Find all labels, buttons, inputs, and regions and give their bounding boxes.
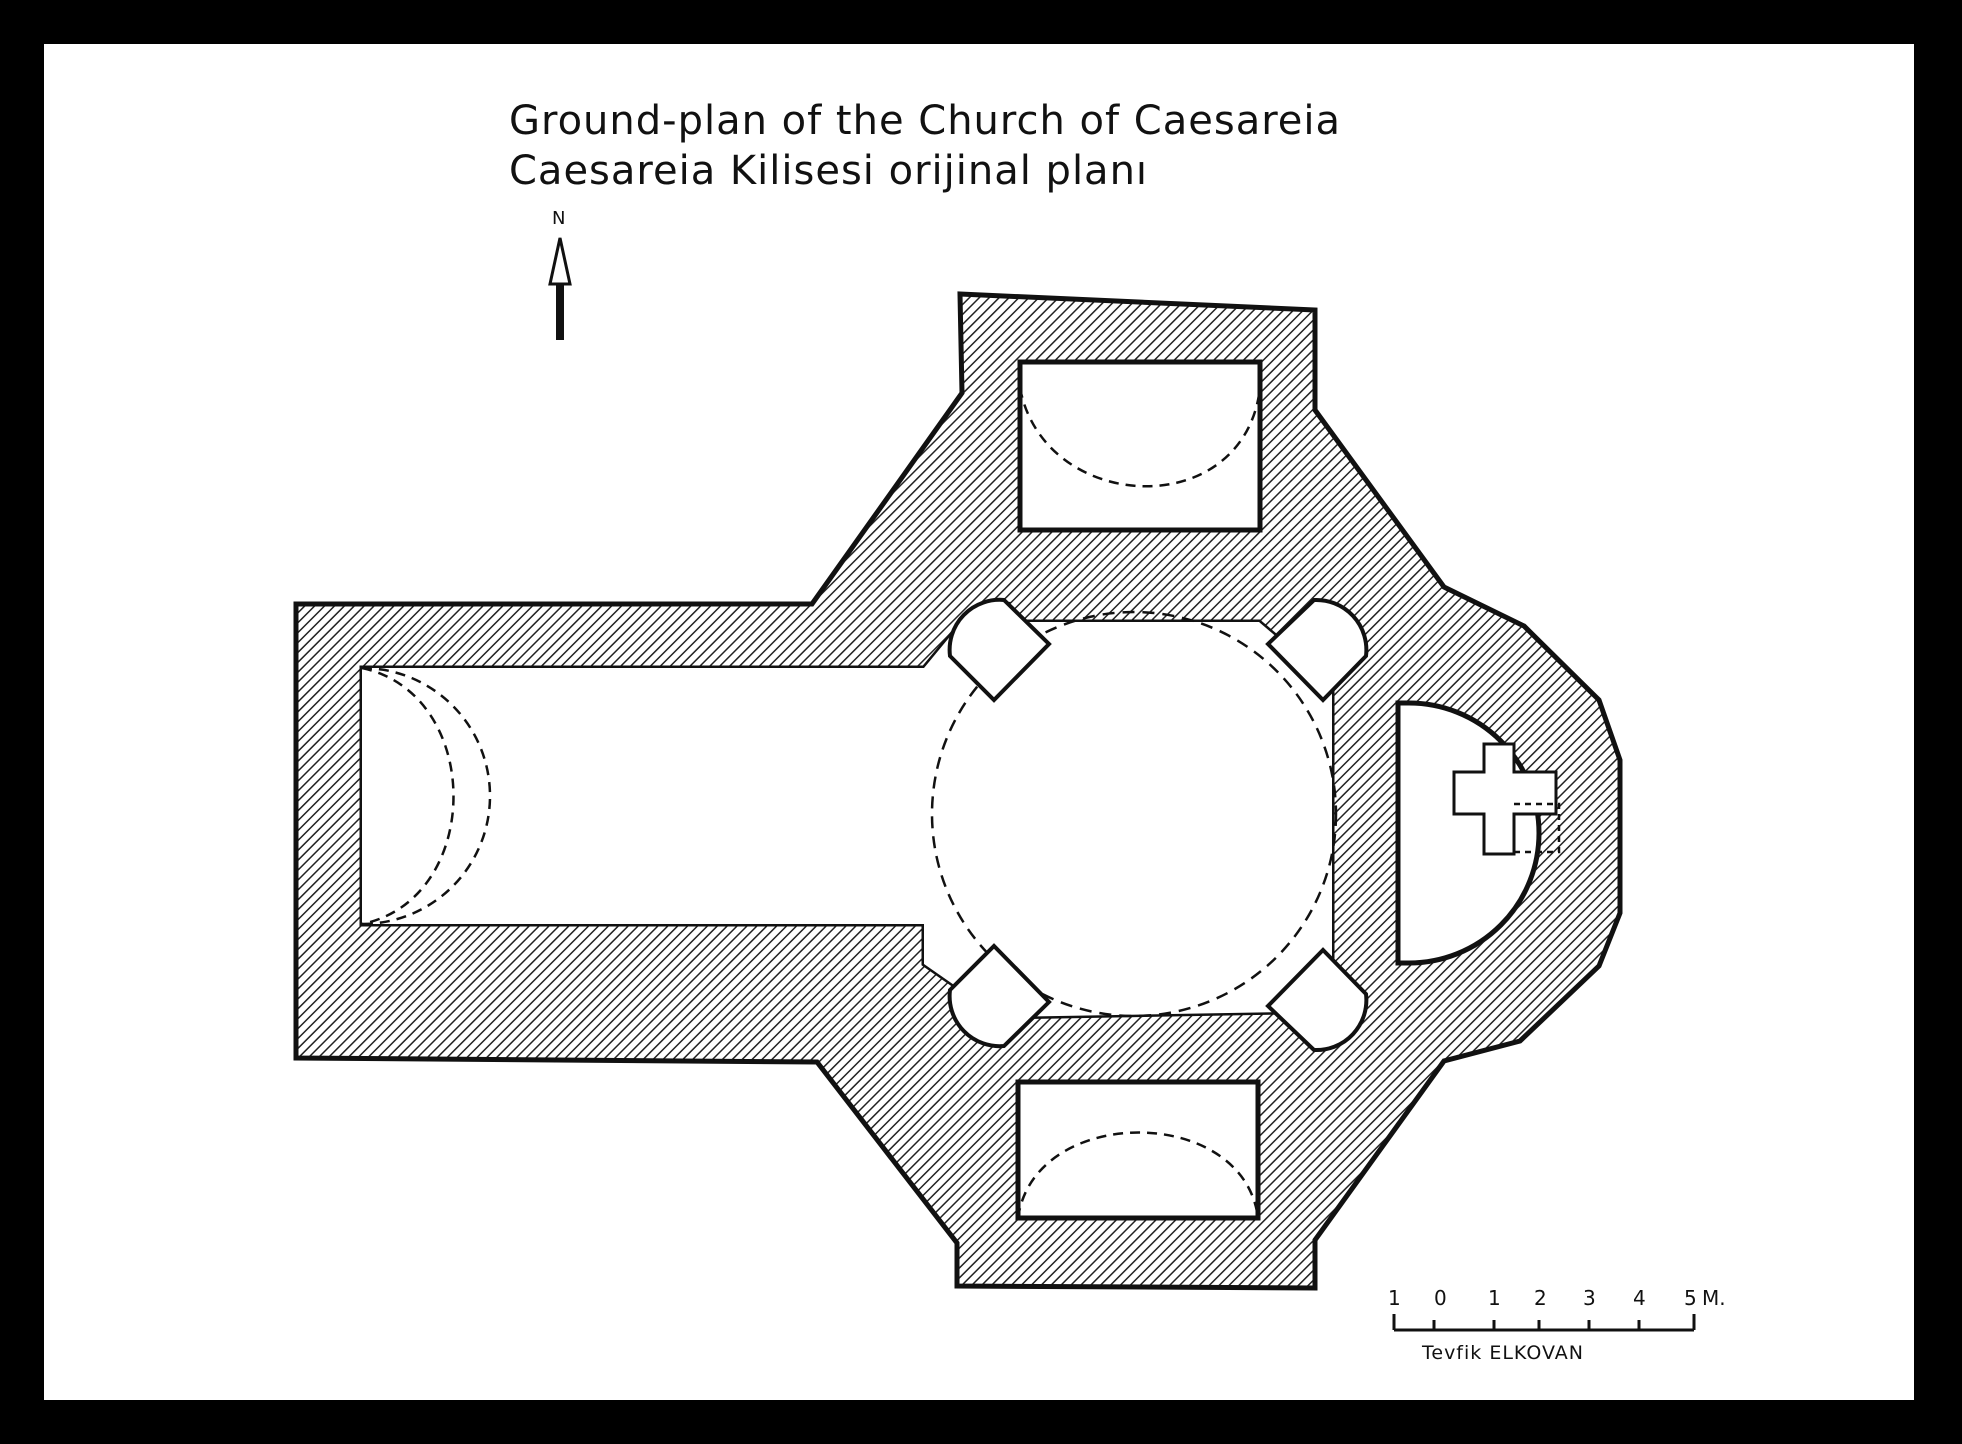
corner-niches — [947, 597, 1369, 1053]
scale-bar — [1392, 1314, 1696, 1332]
north-arrow — [548, 237, 572, 340]
scale-tick-0: 0 — [1434, 1286, 1447, 1310]
author-credit: Tevfik ELKOVAN — [1422, 1342, 1584, 1364]
drawing-sheet: Ground-plan of the Church of Caesareia C… — [44, 44, 1914, 1400]
north-apse-arc — [1018, 387, 1262, 488]
scale-tick-5: 5 — [1684, 1286, 1697, 1310]
central-dome — [930, 610, 1338, 1018]
west-apse-arc — [361, 666, 492, 926]
title-block: Ground-plan of the Church of Caesareia C… — [509, 96, 1341, 196]
north-label: N — [552, 208, 566, 229]
scale-tick-minus1: 1 — [1388, 1286, 1401, 1310]
altar-cross — [1452, 742, 1558, 856]
scale-tick-3: 3 — [1583, 1286, 1596, 1310]
scale-unit: M. — [1702, 1286, 1726, 1310]
scale-tick-2: 2 — [1534, 1286, 1547, 1310]
title-turkish: Caesareia Kilisesi orijinal planı — [509, 148, 1149, 194]
south-apse-arc — [1016, 1131, 1260, 1219]
scale-tick-1: 1 — [1488, 1286, 1501, 1310]
scale-tick-4: 4 — [1633, 1286, 1646, 1310]
title-english: Ground-plan of the Church of Caesareia — [509, 98, 1342, 144]
ground-plan-drawing — [293, 237, 1696, 1332]
